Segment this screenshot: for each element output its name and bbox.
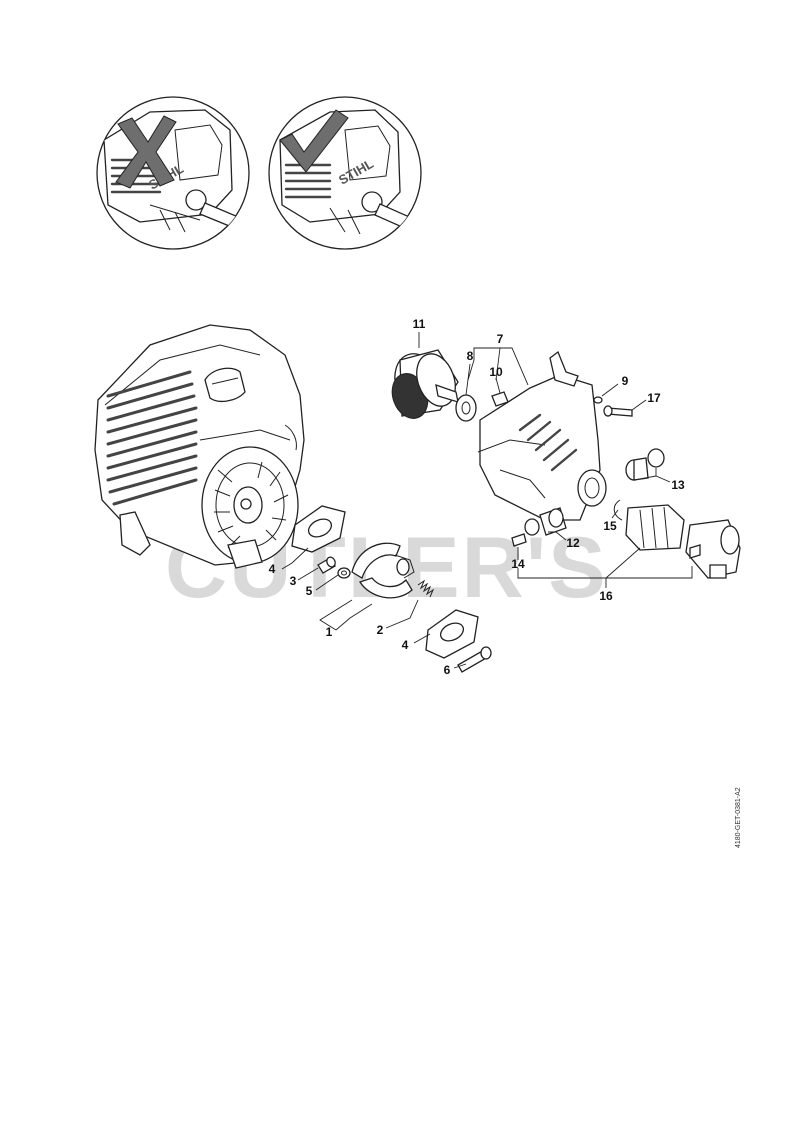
clutch-collar-screw — [317, 556, 336, 574]
leader-lines — [281, 332, 693, 669]
callout-2: 2 — [377, 623, 384, 637]
circlip-15 — [613, 499, 623, 521]
sleeve-13 — [625, 448, 665, 481]
callout-8: 8 — [467, 349, 474, 363]
sleeve-12 — [524, 507, 567, 536]
flywheel — [201, 446, 299, 564]
screw-14 — [511, 533, 527, 547]
washer-9 — [593, 396, 603, 404]
callout-4-upper: 4 — [269, 562, 276, 576]
callout-16: 16 — [599, 589, 613, 603]
callout-15: 15 — [603, 519, 617, 533]
callout-10: 10 — [489, 365, 503, 379]
inset-wrong-orientation: STIHL — [96, 96, 250, 250]
callout-6: 6 — [444, 663, 451, 677]
callout-13: 13 — [671, 478, 685, 492]
clutch-shoes — [351, 542, 415, 599]
callout-9: 9 — [622, 374, 629, 388]
callout-11: 11 — [413, 317, 426, 331]
callout-numbers: 11 7 8 10 9 17 13 15 12 14 16 4 3 5 1 2 … — [269, 317, 685, 677]
clutch-screw — [457, 646, 492, 673]
clutch-small-washer — [337, 567, 351, 579]
callout-14: 14 — [511, 557, 525, 571]
clutch-spring — [417, 579, 435, 598]
bolt-17 — [603, 405, 633, 417]
reference-code: 4180-GET-0381-A2 — [735, 787, 742, 848]
check-mark-icon — [279, 109, 349, 173]
callout-4-lower: 4 — [402, 638, 409, 652]
callout-12: 12 — [566, 536, 580, 550]
inset-correct-orientation: STIHL — [268, 96, 422, 250]
engine-cooling-fins — [106, 370, 198, 506]
clutch-drum — [391, 349, 459, 419]
shaft-coupling-16 — [625, 504, 741, 579]
callout-7: 7 — [497, 332, 504, 346]
cross-mark-icon — [115, 115, 177, 189]
callout-5: 5 — [306, 584, 313, 598]
clutch-housing — [477, 350, 607, 521]
drum-bearing — [455, 394, 477, 422]
clutch-washer-lower — [425, 609, 479, 659]
housing-cooling-slots — [518, 413, 578, 472]
callout-1: 1 — [326, 625, 333, 639]
clutch-washer-upper — [291, 505, 346, 553]
callout-17: 17 — [647, 391, 661, 405]
callout-3: 3 — [290, 574, 297, 588]
engine-housing — [94, 324, 305, 569]
